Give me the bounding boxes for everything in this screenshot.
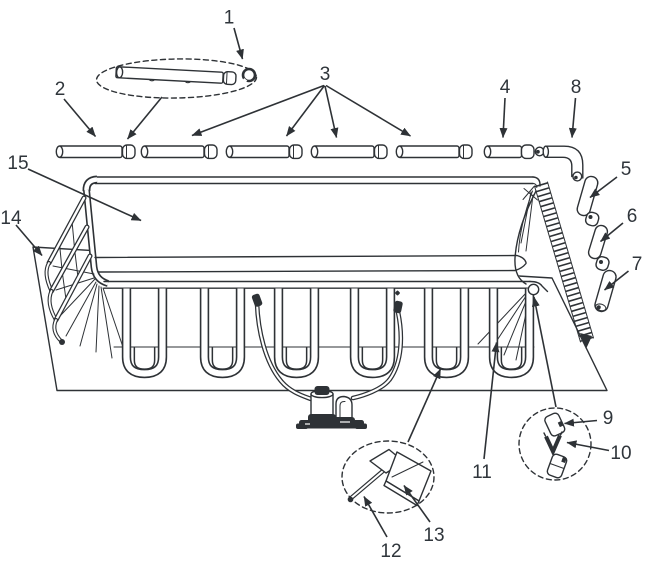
leg-tube-7 [594, 269, 617, 313]
leg-coupling-6 [595, 256, 610, 271]
callout-11: 11 [472, 462, 492, 483]
arrow-bracket-detail [407, 368, 442, 443]
arrow-7 [604, 270, 629, 291]
pool-liner-body [65, 175, 549, 363]
callout-10: 10 [610, 443, 631, 464]
wall-left-edge [82, 175, 110, 287]
beam-tube-3c [310, 144, 388, 160]
detail-bubble-bracket [341, 440, 435, 514]
beam-detail-tube [115, 66, 237, 86]
callout-15: 15 [7, 153, 28, 174]
v-clip-10 [544, 434, 562, 457]
arrow-3d [325, 84, 411, 137]
wall-right-edge [514, 186, 538, 285]
callout-8: 8 [571, 77, 582, 98]
corner-elbow-8 [542, 145, 584, 179]
filter-cap [314, 386, 330, 395]
liner-wall-fill [84, 176, 540, 288]
leg-coupling-5 [584, 211, 600, 227]
spring-pin-1 [241, 67, 257, 83]
arrow-4 [499, 97, 508, 138]
callout-5: 5 [621, 159, 632, 180]
arrow-3a [191, 84, 325, 137]
callout-2: 2 [55, 79, 66, 100]
beam-tube-2 [55, 144, 136, 160]
side-brace-right [534, 181, 594, 349]
arrow-1 [233, 27, 244, 60]
fitting-pin [395, 290, 400, 296]
brace-foot [59, 339, 65, 345]
callout-arrows [15, 27, 629, 538]
pump-motor [335, 395, 353, 420]
liner-band [94, 254, 527, 273]
callout-7: 7 [632, 254, 643, 275]
callout-4: 4 [500, 77, 511, 98]
callout-13: 13 [423, 525, 444, 546]
filter-pump [296, 386, 367, 429]
arrow-9 [564, 418, 598, 427]
leg-tube-6 [587, 224, 609, 260]
arrow-6 [599, 222, 624, 243]
bracket-13 [369, 448, 432, 507]
leg-column [572, 171, 617, 313]
callout-labels: 1 2 3 4 5 6 7 8 9 10 11 12 13 14 15 [0, 8, 642, 563]
top-beam-row [55, 144, 584, 179]
detail-bubble-beam [95, 58, 258, 99]
leg-tube-5 [576, 175, 599, 217]
beam-tube-4 [483, 144, 535, 160]
wall-fitting-right [393, 300, 403, 314]
callout-9: 9 [603, 408, 614, 429]
pin-9 [544, 412, 566, 437]
arrow-14 [15, 224, 43, 257]
arrow-13 [403, 485, 431, 523]
pin-lower [546, 453, 568, 479]
beam-tube-3d [395, 144, 473, 160]
beam-tube-3b [225, 144, 303, 160]
arrow-15 [27, 168, 142, 222]
beam-tube-3a [140, 144, 218, 160]
detail-circle-pins [518, 407, 592, 481]
wall-fitting-left [251, 293, 263, 307]
arrow-knob-detail [531, 296, 557, 408]
arrow-5 [589, 176, 618, 199]
arrow-3c [324, 85, 339, 138]
arrow-ellipse-detail [126, 96, 163, 140]
arrow-8 [568, 97, 577, 138]
callout-1: 1 [224, 8, 235, 29]
side-brace-left [44, 195, 96, 345]
callout-3: 3 [320, 64, 331, 85]
arrow-2 [63, 98, 97, 138]
arrow-10 [566, 440, 610, 452]
detail-circle-bracket [341, 440, 435, 514]
callout-14: 14 [0, 208, 22, 229]
arrow-12 [363, 496, 388, 538]
callout-6: 6 [627, 206, 638, 227]
detail-ellipse [95, 58, 258, 99]
corner-tee-knob [527, 283, 540, 296]
detail-bubble-pins [518, 407, 592, 481]
callout-12: 12 [380, 541, 401, 562]
arrow-11 [483, 342, 500, 460]
plumbing [251, 290, 404, 429]
brace-end-tip [580, 333, 592, 349]
arrow-3b [285, 85, 326, 137]
